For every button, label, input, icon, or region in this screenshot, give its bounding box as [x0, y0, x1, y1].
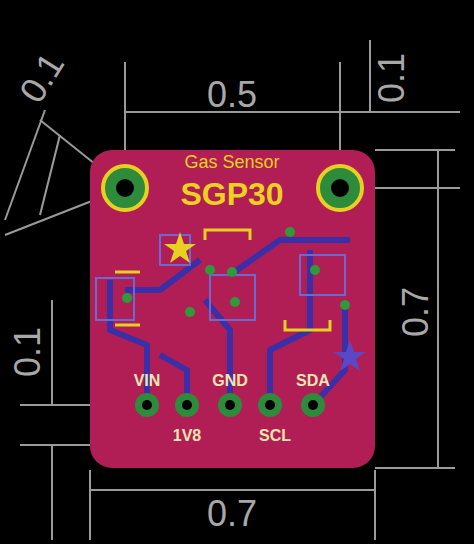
dimension-value: 0.1 [374, 53, 410, 103]
dimension-value: 0.5 [207, 77, 257, 113]
dimension-lines [5, 40, 460, 540]
component-outlines [115, 230, 366, 371]
traces [110, 240, 350, 405]
pin-name: GND [212, 373, 248, 389]
vias [122, 227, 350, 317]
pin-name: SDA [296, 373, 330, 389]
dimension-value: 0.1 [13, 47, 70, 109]
dimension-value: 0.7 [398, 287, 434, 337]
mounting-holes [103, 166, 362, 210]
header-pins [135, 393, 325, 417]
board-name: SGP30 [180, 178, 283, 210]
board-title: Gas Sensor [184, 153, 279, 171]
pin-name: 1V8 [173, 428, 201, 444]
dimension-value: 0.1 [10, 327, 46, 377]
dimension-value: 0.7 [207, 496, 257, 532]
silkscreen-parts [96, 235, 345, 320]
pin-name: VIN [134, 373, 161, 389]
pin-name: SCL [259, 428, 291, 444]
pcb-outline [90, 150, 375, 468]
